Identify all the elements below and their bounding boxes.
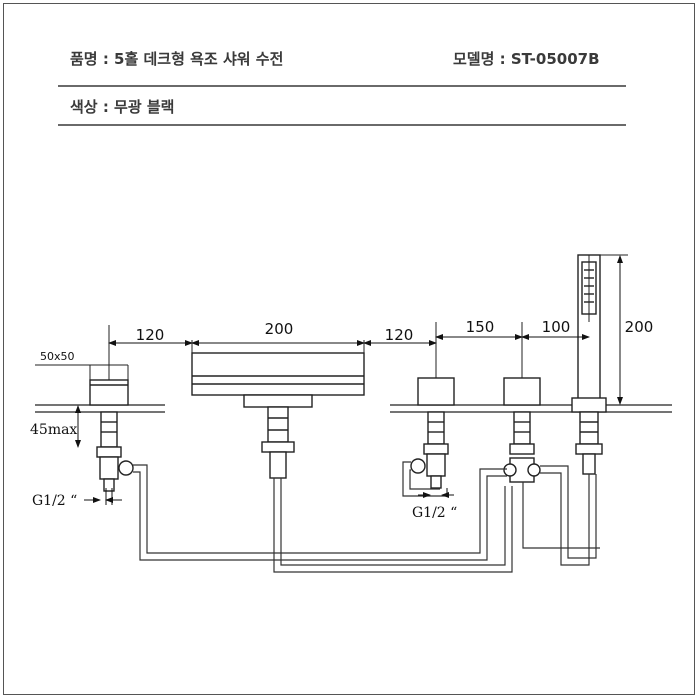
thread-left-label: G1/2 “ (32, 493, 77, 509)
thread-right-label: G1/2 “ (412, 505, 457, 521)
dim-120-right: 120 (385, 326, 414, 344)
dim-150: 150 (466, 318, 495, 336)
dim-200-height: 200 (625, 318, 654, 336)
model-number: 모델명 : ST-05007B (453, 50, 600, 68)
extension-lines (35, 254, 628, 406)
hot-water-handle (410, 377, 455, 489)
header-divider-top (58, 85, 626, 87)
dim-100: 100 (542, 318, 571, 336)
dim-45max: 45max (30, 422, 77, 438)
dim-200-spout: 200 (265, 320, 294, 338)
dim-50x50: 50x50 (40, 350, 75, 363)
product-name: 품명 : 5홀 데크형 욕조 샤워 수전 (70, 50, 284, 68)
image-frame (3, 3, 695, 695)
cold-water-handle (503, 377, 541, 483)
bath-spout (191, 352, 365, 479)
dimension-lines (75, 255, 623, 505)
diverter-valve (89, 379, 134, 492)
connection-hoses (133, 461, 600, 573)
dim-120-left: 120 (136, 326, 165, 344)
header-divider-bottom (58, 124, 626, 126)
color-info: 색상 : 무광 블랙 (70, 98, 175, 116)
